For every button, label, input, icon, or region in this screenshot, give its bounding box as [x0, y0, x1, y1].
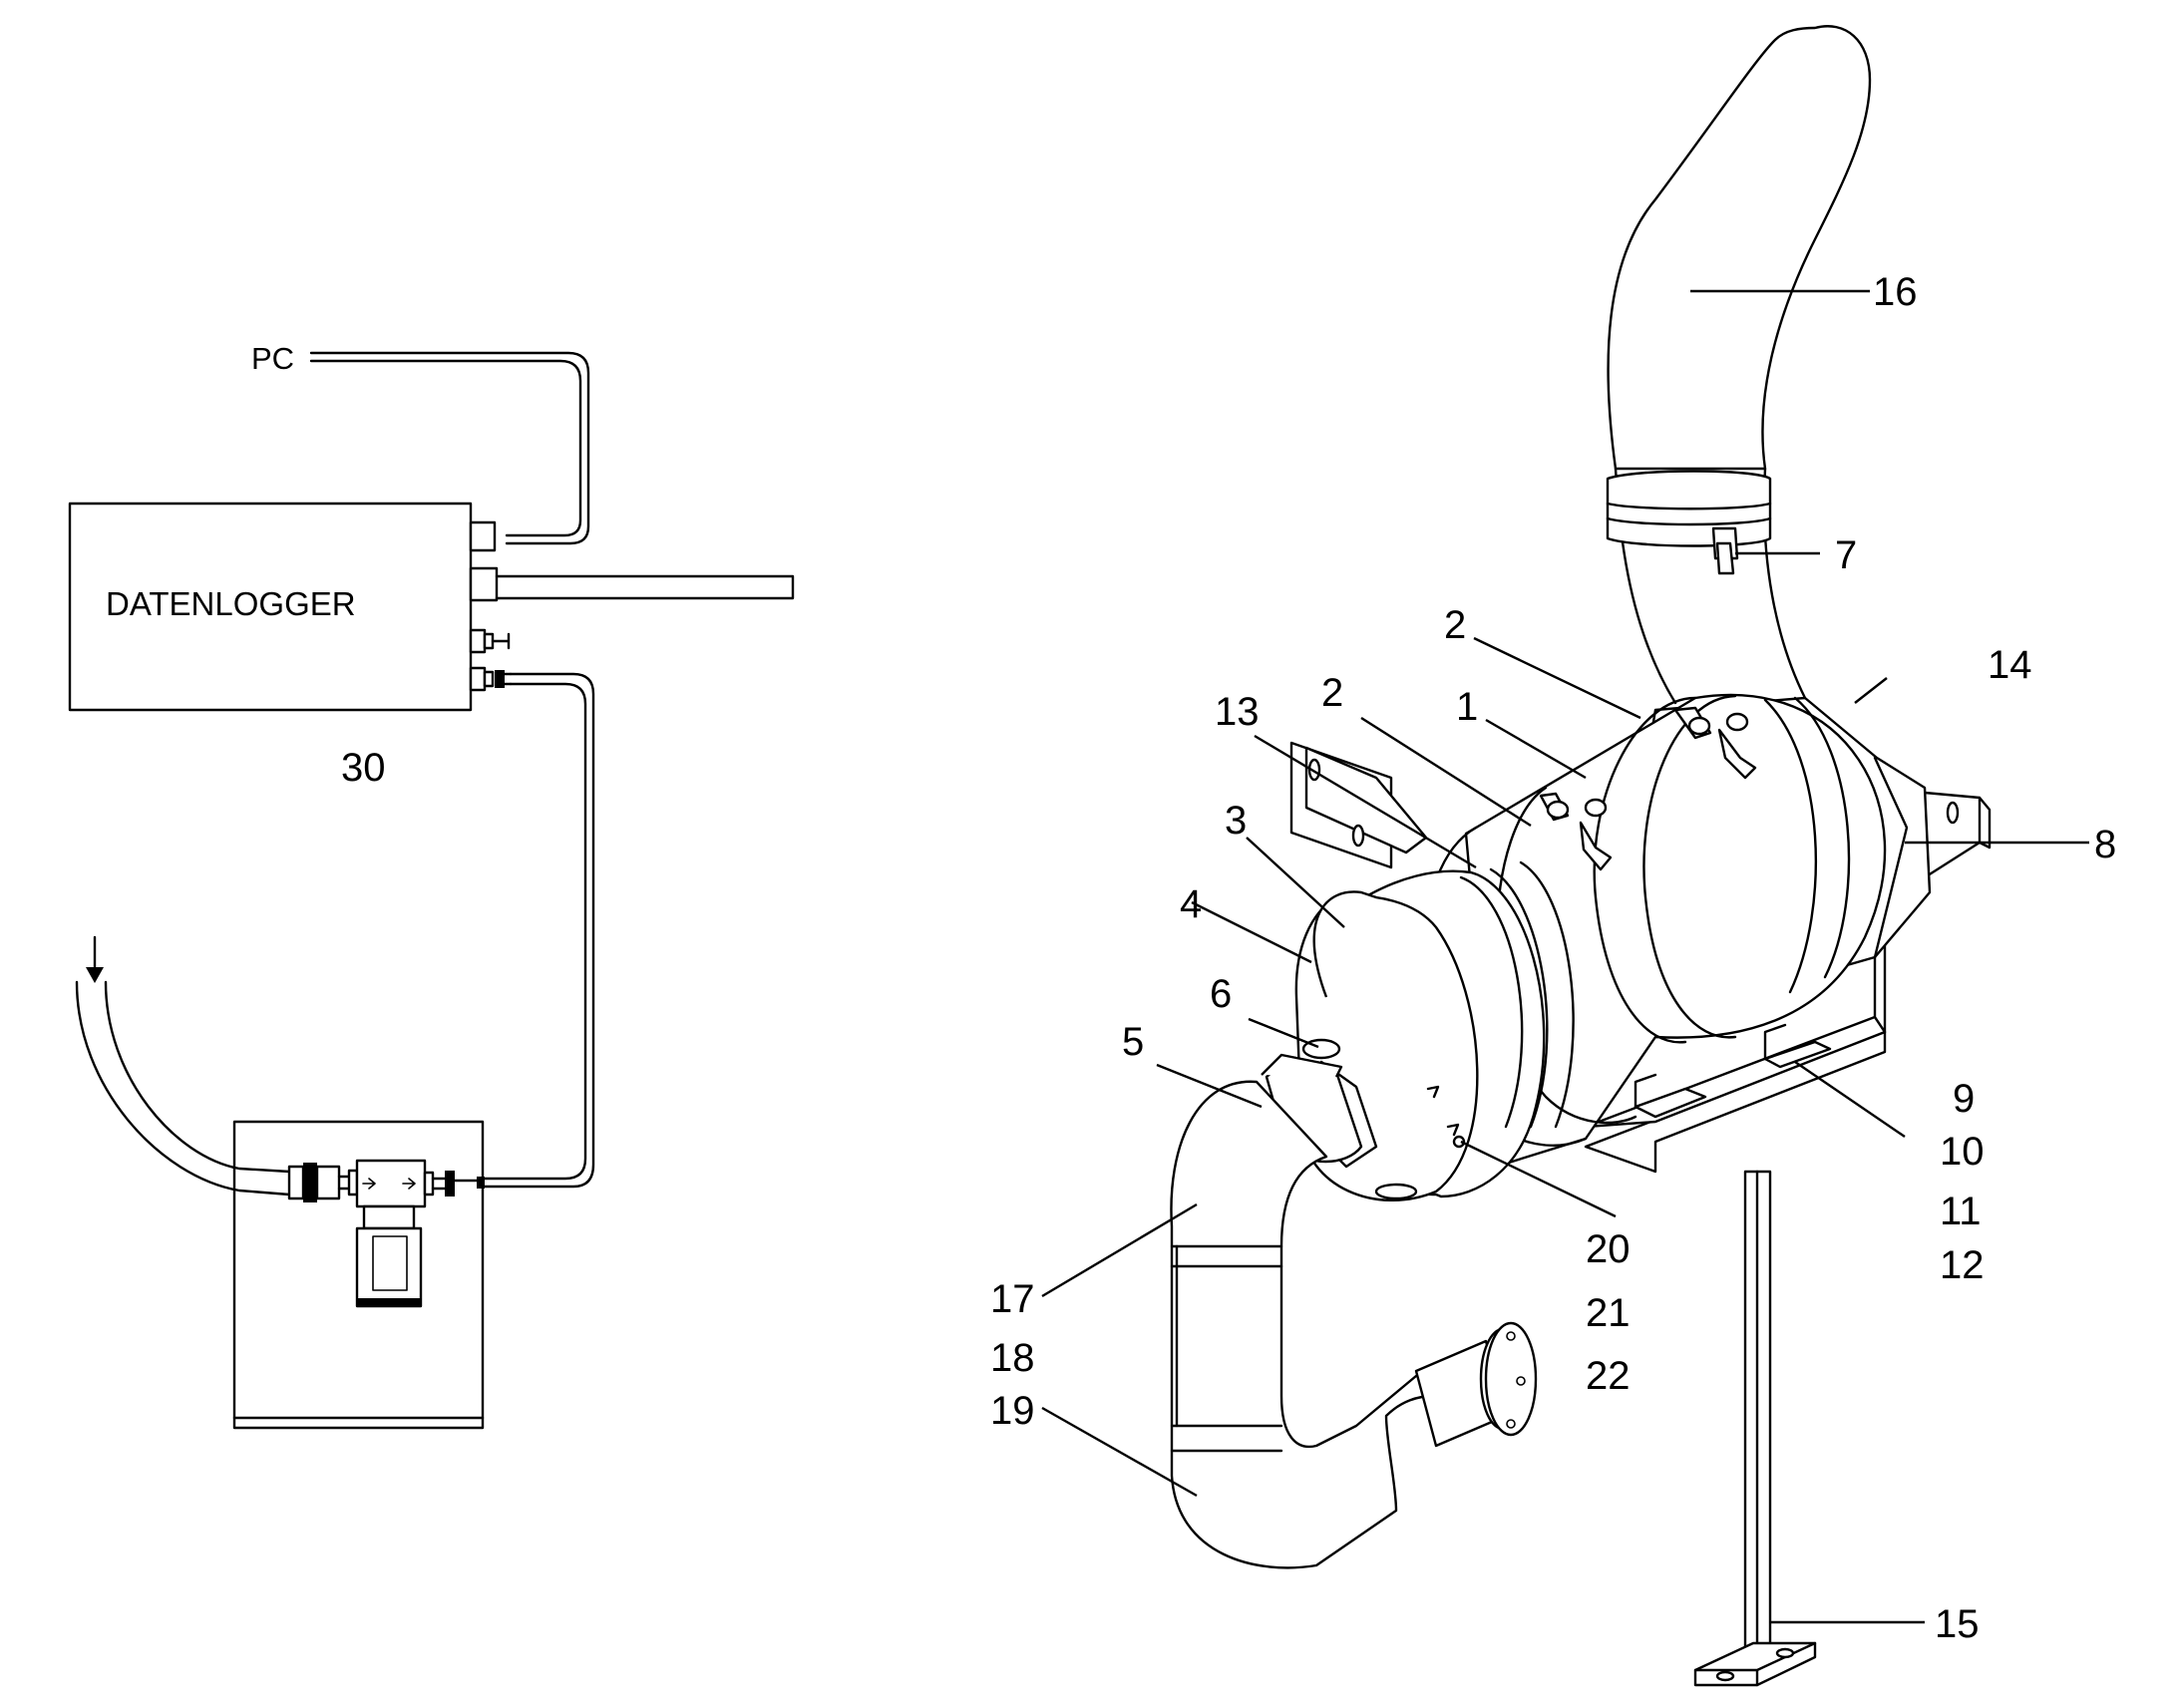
callout-1: 1 [1456, 685, 1478, 729]
output-port-connector [469, 566, 499, 602]
callout-19: 19 [990, 1389, 1035, 1433]
callout-22: 22 [1586, 1354, 1631, 1398]
callout-3: 3 [1225, 799, 1247, 843]
callout-8: 8 [2094, 823, 2116, 866]
callout-11: 11 [1940, 1190, 1982, 1233]
datalogger-number: 30 [341, 746, 386, 790]
outlet-pipe [1606, 25, 1872, 705]
callout-7: 7 [1835, 533, 1857, 577]
callout-10: 10 [1940, 1130, 1985, 1174]
flow-direction-arrow [86, 935, 104, 983]
callout-2-upper: 2 [1444, 603, 1466, 647]
callout-9: 9 [1953, 1077, 1975, 1121]
sensor-cable [477, 672, 595, 1189]
inlet-pipe [1170, 1038, 1538, 1569]
callout-15: 15 [1935, 1602, 1980, 1646]
sensor-port-upper [469, 628, 511, 654]
dpf-canister [1423, 693, 1932, 1169]
callout-2-lower: 2 [1321, 671, 1343, 715]
datalogger-unit: DATENLOGGER 30 [68, 502, 795, 790]
datalogger-label: DATENLOGGER [106, 585, 356, 622]
callout-14: 14 [1988, 643, 2032, 687]
callout-20: 20 [1586, 1227, 1631, 1271]
callout-21: 21 [1586, 1291, 1631, 1335]
callout-18: 18 [990, 1336, 1035, 1380]
pc-connection: PC [251, 341, 590, 545]
support-stand [1693, 1170, 1817, 1687]
sampling-panel [75, 935, 485, 1430]
callout-16: 16 [1873, 270, 1918, 314]
pc-label: PC [251, 341, 294, 376]
leader-lines [1041, 289, 2089, 1624]
callout-numbers: 16 7 2 14 1 2 13 3 4 6 5 8 9 10 11 12 20… [990, 270, 2116, 1646]
callout-17: 17 [990, 1277, 1035, 1321]
callout-13: 13 [1215, 690, 1260, 734]
sensor-port-lower [469, 666, 513, 692]
callout-5: 5 [1122, 1020, 1144, 1064]
callout-12: 12 [1940, 1243, 1985, 1287]
callout-6: 6 [1210, 972, 1232, 1016]
pc-port-connector [469, 520, 497, 552]
callout-4: 4 [1180, 882, 1202, 926]
